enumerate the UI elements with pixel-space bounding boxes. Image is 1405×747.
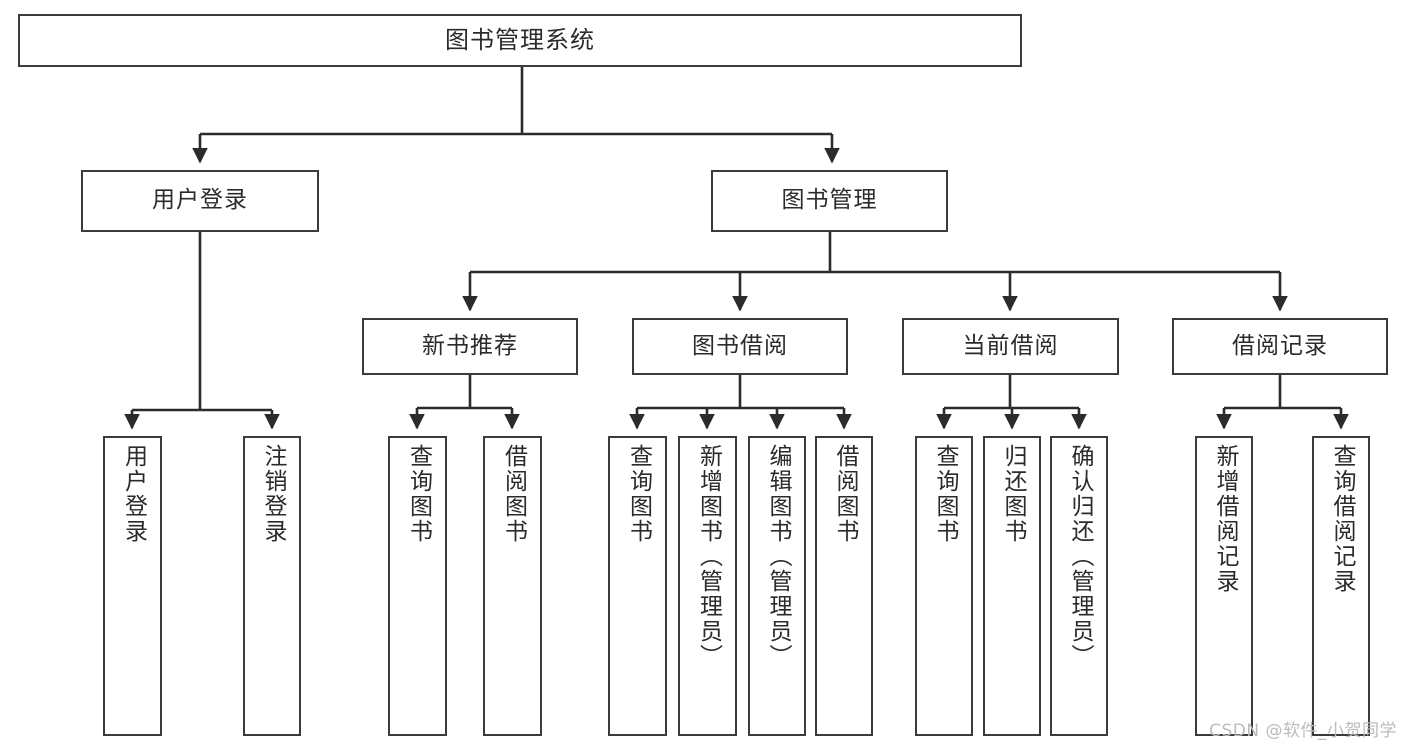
node-leaf-query-book-borrow[interactable]: 查询图书 [608,436,667,736]
node-root-label: 图书管理系统 [445,26,595,55]
node-leaf-query-record[interactable]: 查询借阅记录 [1312,436,1370,736]
node-leaf-borrow-book[interactable]: 借阅图书 [815,436,873,736]
node-leaf-borrow-book-label: 借阅图书 [831,444,858,544]
node-user-login[interactable]: 用户登录 [81,170,319,232]
node-current-borrow-label: 当前借阅 [962,332,1059,359]
node-leaf-return-book-label: 归还图书 [999,444,1026,544]
node-leaf-user-logout-label: 注销登录 [259,444,286,544]
node-leaf-query-book-rec[interactable]: 查询图书 [388,436,447,736]
node-leaf-borrow-book-rec-label: 借阅图书 [500,444,527,544]
node-leaf-user-logout[interactable]: 注销登录 [243,436,301,736]
node-leaf-confirm-return[interactable]: 确认归还（管理员） [1050,436,1108,736]
node-leaf-add-record-label: 新增借阅记录 [1211,444,1238,594]
node-leaf-return-book[interactable]: 归还图书 [983,436,1041,736]
node-current-borrow[interactable]: 当前借阅 [902,318,1119,375]
node-leaf-add-book-label: 新增图书（管理员） [695,444,722,669]
node-borrow-record[interactable]: 借阅记录 [1172,318,1388,375]
node-book-borrow[interactable]: 图书借阅 [632,318,848,375]
node-leaf-confirm-return-label: 确认归还（管理员） [1066,444,1093,669]
node-leaf-query-book-cur[interactable]: 查询图书 [915,436,973,736]
node-leaf-query-book-rec-label: 查询图书 [405,444,432,544]
csdn-watermark: CSDN @软件_小贺同学 [1209,721,1397,741]
node-leaf-query-book-borrow-label: 查询图书 [625,444,652,544]
node-book-manage[interactable]: 图书管理 [711,170,948,232]
node-book-manage-label: 图书管理 [781,187,878,214]
node-leaf-query-book-cur-label: 查询图书 [931,444,958,544]
node-leaf-edit-book-label: 编辑图书（管理员） [764,444,791,669]
node-new-book-rec-label: 新书推荐 [422,332,518,359]
node-leaf-borrow-book-rec[interactable]: 借阅图书 [483,436,542,736]
node-leaf-add-record[interactable]: 新增借阅记录 [1195,436,1253,736]
node-leaf-user-login-label: 用户登录 [120,444,147,544]
node-leaf-edit-book[interactable]: 编辑图书（管理员） [748,436,806,736]
node-leaf-query-record-label: 查询借阅记录 [1328,444,1355,594]
node-leaf-user-login[interactable]: 用户登录 [103,436,162,736]
node-root[interactable]: 图书管理系统 [18,14,1022,67]
node-new-book-rec[interactable]: 新书推荐 [362,318,578,375]
node-user-login-label: 用户登录 [152,187,248,214]
node-leaf-add-book[interactable]: 新增图书（管理员） [678,436,737,736]
node-book-borrow-label: 图书借阅 [692,332,788,359]
node-borrow-record-label: 借阅记录 [1232,332,1328,359]
